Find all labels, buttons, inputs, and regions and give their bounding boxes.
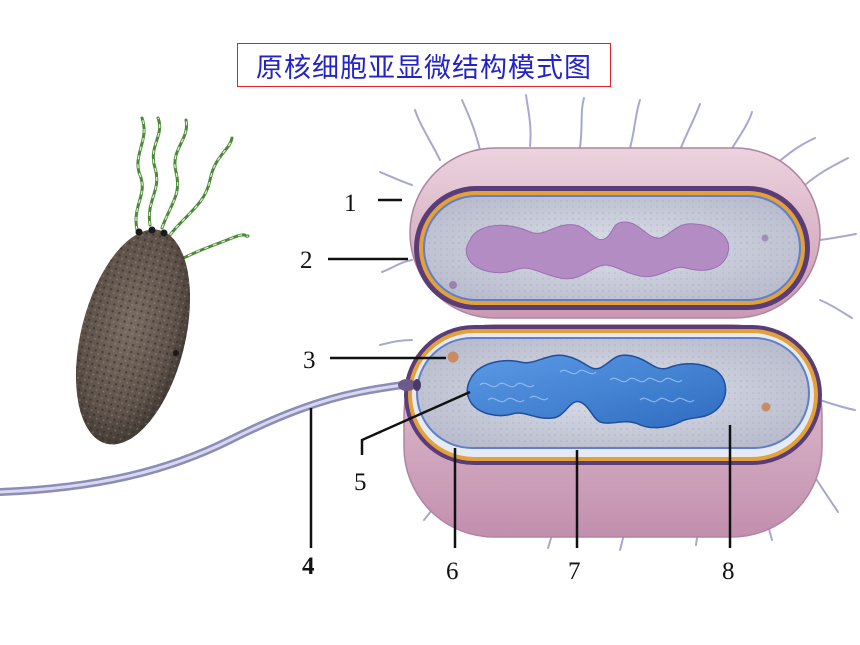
ribosome	[447, 351, 459, 363]
cross-section	[0, 94, 857, 551]
bacterium-illustration	[75, 116, 250, 445]
label-5: 5	[354, 469, 367, 496]
lower-cell-half	[403, 324, 823, 538]
part-labels: 1 2 3 4 5 6 7 8	[300, 190, 735, 585]
label-6: 6	[446, 558, 459, 585]
nucleoid-upper	[465, 221, 730, 280]
flagellum	[0, 379, 421, 496]
label-3: 3	[303, 347, 316, 374]
label-2: 2	[300, 247, 313, 274]
label-8: 8	[722, 558, 735, 585]
nucleoid-dna	[466, 354, 727, 429]
label-4: 4	[302, 553, 315, 580]
upper-cell-half	[409, 147, 821, 319]
label-7: 7	[568, 558, 581, 585]
bacterium-flagella-dashes	[135, 117, 249, 261]
diagram-title: 原核细胞亚显微结构模式图	[237, 43, 611, 87]
label-1: 1	[344, 190, 357, 217]
leader-lines	[309, 198, 732, 548]
